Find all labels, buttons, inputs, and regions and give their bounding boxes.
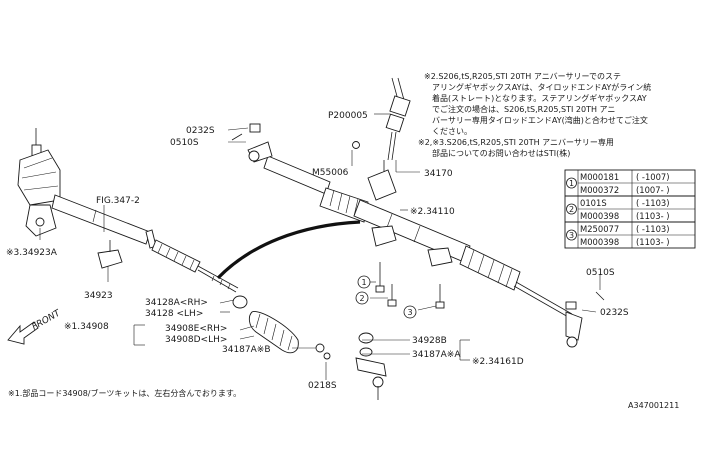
table-group-3: 3 (569, 231, 574, 240)
table-code: 0101S (580, 198, 607, 208)
note-line-8: 部品についてのお問い合わせはSTI(株) (432, 148, 570, 158)
footer-note: ※1.部品コード34908/ブーツキットは、左右分含んでおります。 (8, 388, 241, 398)
table-code: M000398 (580, 211, 619, 221)
label-34170: 34170 (424, 169, 453, 179)
label-34908: ※1.34908 (64, 322, 109, 332)
label-0232s-right: 0232S (600, 308, 629, 318)
label-34128a: 34128A<RH> (145, 298, 208, 308)
label-34908e: 34908E<RH> (165, 324, 227, 334)
note-line-2: アリングギヤボックスAYは、タイロッドエンドAYがライン統 (432, 82, 651, 92)
label-0218s: 0218S (308, 381, 337, 391)
svg-text:3: 3 (408, 308, 413, 317)
circled-number-2: 2 (355, 291, 369, 305)
front-arrow: FRONT (7, 308, 64, 345)
table-range: (1007- ) (636, 185, 670, 195)
label-34928b: 34928B (412, 336, 447, 346)
label-fig-347-2[interactable]: FIG.347-2 (96, 196, 140, 206)
note-line-5: バーサリー専用タイロッドエンドAY(湾曲)と合わせてご注文 (432, 115, 648, 125)
front-label: FRONT (31, 308, 64, 333)
note-line-1: ※2.S206,tS,R205,STI 20TH アニバーサリーでのステ (424, 72, 621, 81)
note-line-7: ※2,※3.S206,tS,R205,STI 20TH アニバーサリー専用 (418, 137, 614, 147)
label-0232s-top: 0232S (186, 126, 215, 136)
label-34110: ※2.34110 (410, 207, 455, 217)
diagram-reference: A347001211 (628, 401, 679, 410)
label-34187a: 34187A※A (412, 350, 461, 360)
svg-text:2: 2 (360, 294, 365, 303)
table-group-2: 2 (569, 205, 574, 214)
table-code: M250077 (580, 224, 619, 234)
table-range: (1103- ) (636, 211, 670, 221)
table-range: (1103- ) (636, 237, 670, 247)
table-range: ( -1007) (636, 172, 670, 182)
label-34161d: ※2.34161D (472, 357, 524, 367)
svg-text:1: 1 (362, 278, 367, 287)
table-group-1: 1 (569, 179, 574, 188)
label-34923a: ※3.34923A (6, 248, 58, 258)
label-0510s-right: 0510S (586, 268, 615, 278)
label-p200005: P200005 (328, 111, 368, 121)
label-m55006: M55006 (312, 168, 349, 178)
circled-number-1: 1 (357, 275, 371, 289)
label-34908d: 34908D<LH> (165, 335, 227, 345)
note-line-6: ください。 (432, 127, 472, 136)
note-line-3: 着品(ストレート)となります。ステアリングギヤボックスAY (432, 93, 647, 103)
part-number-table: 1 2 3 M000181 ( -1007) M000372 (1007- ) … (564, 169, 696, 249)
notes-block: ※2.S206,tS,R205,STI 20TH アニバーサリーでのステ アリン… (418, 72, 651, 158)
label-34187b: 34187A※B (222, 345, 271, 355)
label-0510s-top: 0510S (170, 138, 199, 148)
label-34923: 34923 (84, 291, 113, 301)
note-line-4: でご注文の場合は、S206,tS,R205,STI 20TH アニ (432, 104, 615, 114)
left-gearbox-assembly (17, 128, 331, 360)
right-gearbox-assembly (231, 77, 605, 400)
label-34128: 34128 <LH> (145, 309, 203, 319)
circled-number-3: 3 (403, 305, 417, 319)
assembly-arc (216, 220, 361, 280)
leader-lines (39, 113, 601, 380)
table-code: M000398 (580, 237, 619, 247)
table-code: M000181 (580, 172, 619, 182)
table-range: ( -1103) (636, 198, 670, 208)
table-code: M000372 (580, 185, 619, 195)
table-range: ( -1103) (636, 224, 670, 234)
